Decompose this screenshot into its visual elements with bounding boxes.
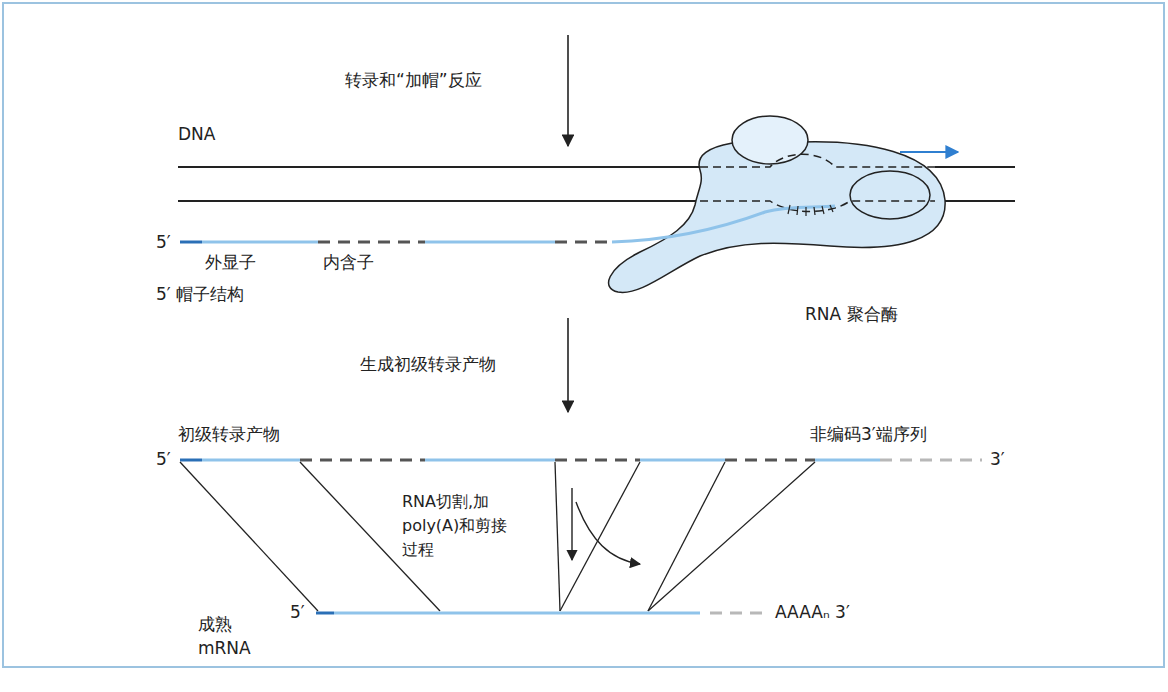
cap-label: 5′ 帽子结构 <box>156 282 244 306</box>
dna-strand <box>935 166 1015 168</box>
process-arrow <box>571 488 572 560</box>
transcript-label: 初级转录产物 <box>178 422 280 446</box>
dna-strand <box>178 166 700 168</box>
step-arrow <box>567 318 569 412</box>
primary-transcript <box>180 460 982 461</box>
end-label: 5′ <box>156 447 171 471</box>
step-label: 生成初级转录产物 <box>360 352 496 376</box>
dna-strand <box>935 200 1015 202</box>
end-label: 3′ <box>990 447 1005 471</box>
step-label: 转录和“加帽”反应 <box>345 68 482 92</box>
dna-strand <box>178 200 700 202</box>
process-label: RNA切割,加 poly(A)和剪接 过程 <box>402 490 524 562</box>
end-label: 5′ <box>156 230 171 254</box>
mrna-label: 成熟 mRNA <box>198 612 254 660</box>
excision-arrow <box>576 502 640 564</box>
dna-label: DNA <box>178 122 215 146</box>
step-arrow <box>567 35 569 146</box>
mature-mrna <box>316 613 765 614</box>
splice-guide-lines <box>180 462 815 611</box>
nascent-rna <box>180 242 612 243</box>
polya-label: AAAAₙ 3′ <box>775 600 850 624</box>
rna-polymerase <box>609 116 958 292</box>
end-label: 5′ <box>290 600 305 624</box>
intron-label: 内含子 <box>323 250 374 274</box>
frame <box>3 3 1164 667</box>
noncoding-label: 非编码3′端序列 <box>810 422 927 446</box>
exon-label: 外显子 <box>205 250 256 274</box>
enzyme-label: RNA 聚合酶 <box>805 302 898 326</box>
